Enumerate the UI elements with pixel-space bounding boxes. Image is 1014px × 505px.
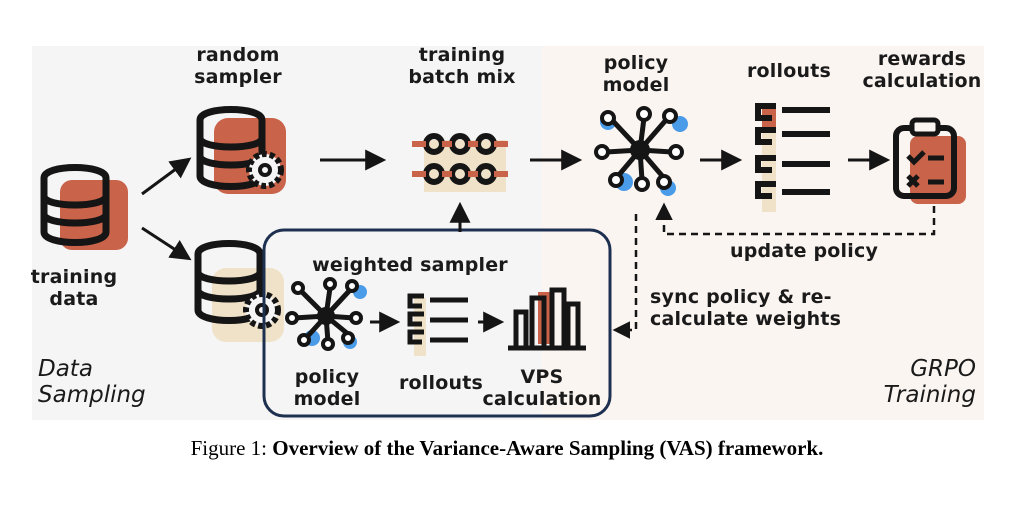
batch-mix-chain-icon — [412, 133, 508, 192]
weighted-sampler-box — [262, 228, 612, 418]
random-sampler-database-icon — [196, 106, 286, 194]
random-sampler-label: random sampler — [194, 44, 282, 88]
rollouts-list-icon — [755, 103, 830, 212]
inner-rollouts-list-icon — [407, 293, 468, 356]
caption-title: Overview of the Variance-Aware Sampling … — [272, 436, 824, 460]
rewards-clipboard-icon — [893, 117, 966, 204]
vps-bar-chart-icon — [508, 287, 586, 351]
arrow-data-to-random — [141, 157, 192, 196]
training-batch-mix-label: training batch mix — [408, 44, 516, 88]
inner-policy-model-network-icon — [285, 277, 367, 351]
training-data-database-icon — [40, 164, 128, 250]
policy-model-inner-label: policy model — [293, 366, 361, 410]
weighted-sampler-database-icon — [194, 240, 284, 342]
training-data-label: training data — [30, 266, 118, 310]
weighted-sampler-label: weighted sampler — [312, 254, 508, 276]
rollouts-inner-label: rollouts — [398, 372, 484, 394]
policy-model-top-label: policy model — [602, 52, 670, 96]
arrow-data-to-weighted — [141, 226, 192, 261]
rollouts-top-label: rollouts — [746, 60, 832, 82]
policy-model-network-icon — [594, 106, 688, 196]
panel-gap — [612, 220, 984, 420]
vps-calculation-label: VPS calculation — [482, 366, 602, 410]
update-policy-label: update policy — [729, 240, 879, 262]
grpo-training-section-label: GRPO Training — [883, 356, 976, 408]
sync-policy-label: sync policy & re- calculate weights — [650, 286, 842, 330]
data-sampling-section-label: Data Sampling — [38, 356, 146, 408]
rewards-calculation-label: rewards calculation — [862, 48, 982, 92]
figure-caption: Figure 1: Overview of the Variance-Aware… — [0, 436, 1014, 461]
sync-policy-dashed-arrow — [612, 214, 638, 339]
caption-prefix: Figure 1: — [190, 436, 273, 460]
update-policy-dashed-arrow — [655, 202, 936, 236]
